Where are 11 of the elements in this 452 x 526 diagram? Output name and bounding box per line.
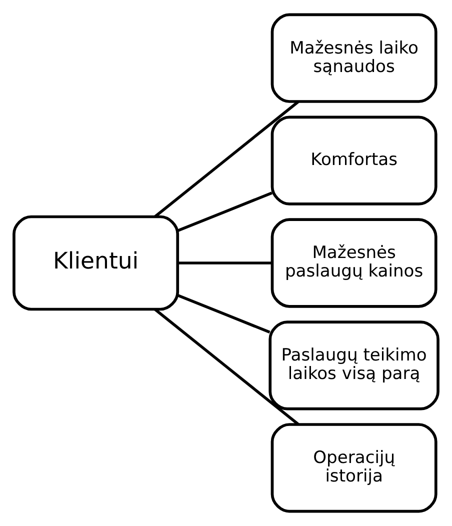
node-box: Mažesnės paslaugų kainos [270,218,438,308]
connector [178,294,270,334]
node-box: Operacijų istorija [270,423,438,513]
node-box: Paslaugų teikimo laikos visą parą [268,320,440,410]
node-box: Komfortas [270,116,438,206]
node-box: Klientui [12,215,180,311]
connector [154,308,300,426]
connector [178,192,272,232]
connector [178,262,272,264]
node-box: Mažesnės laiko sąnaudos [270,13,438,103]
connector [154,100,300,218]
